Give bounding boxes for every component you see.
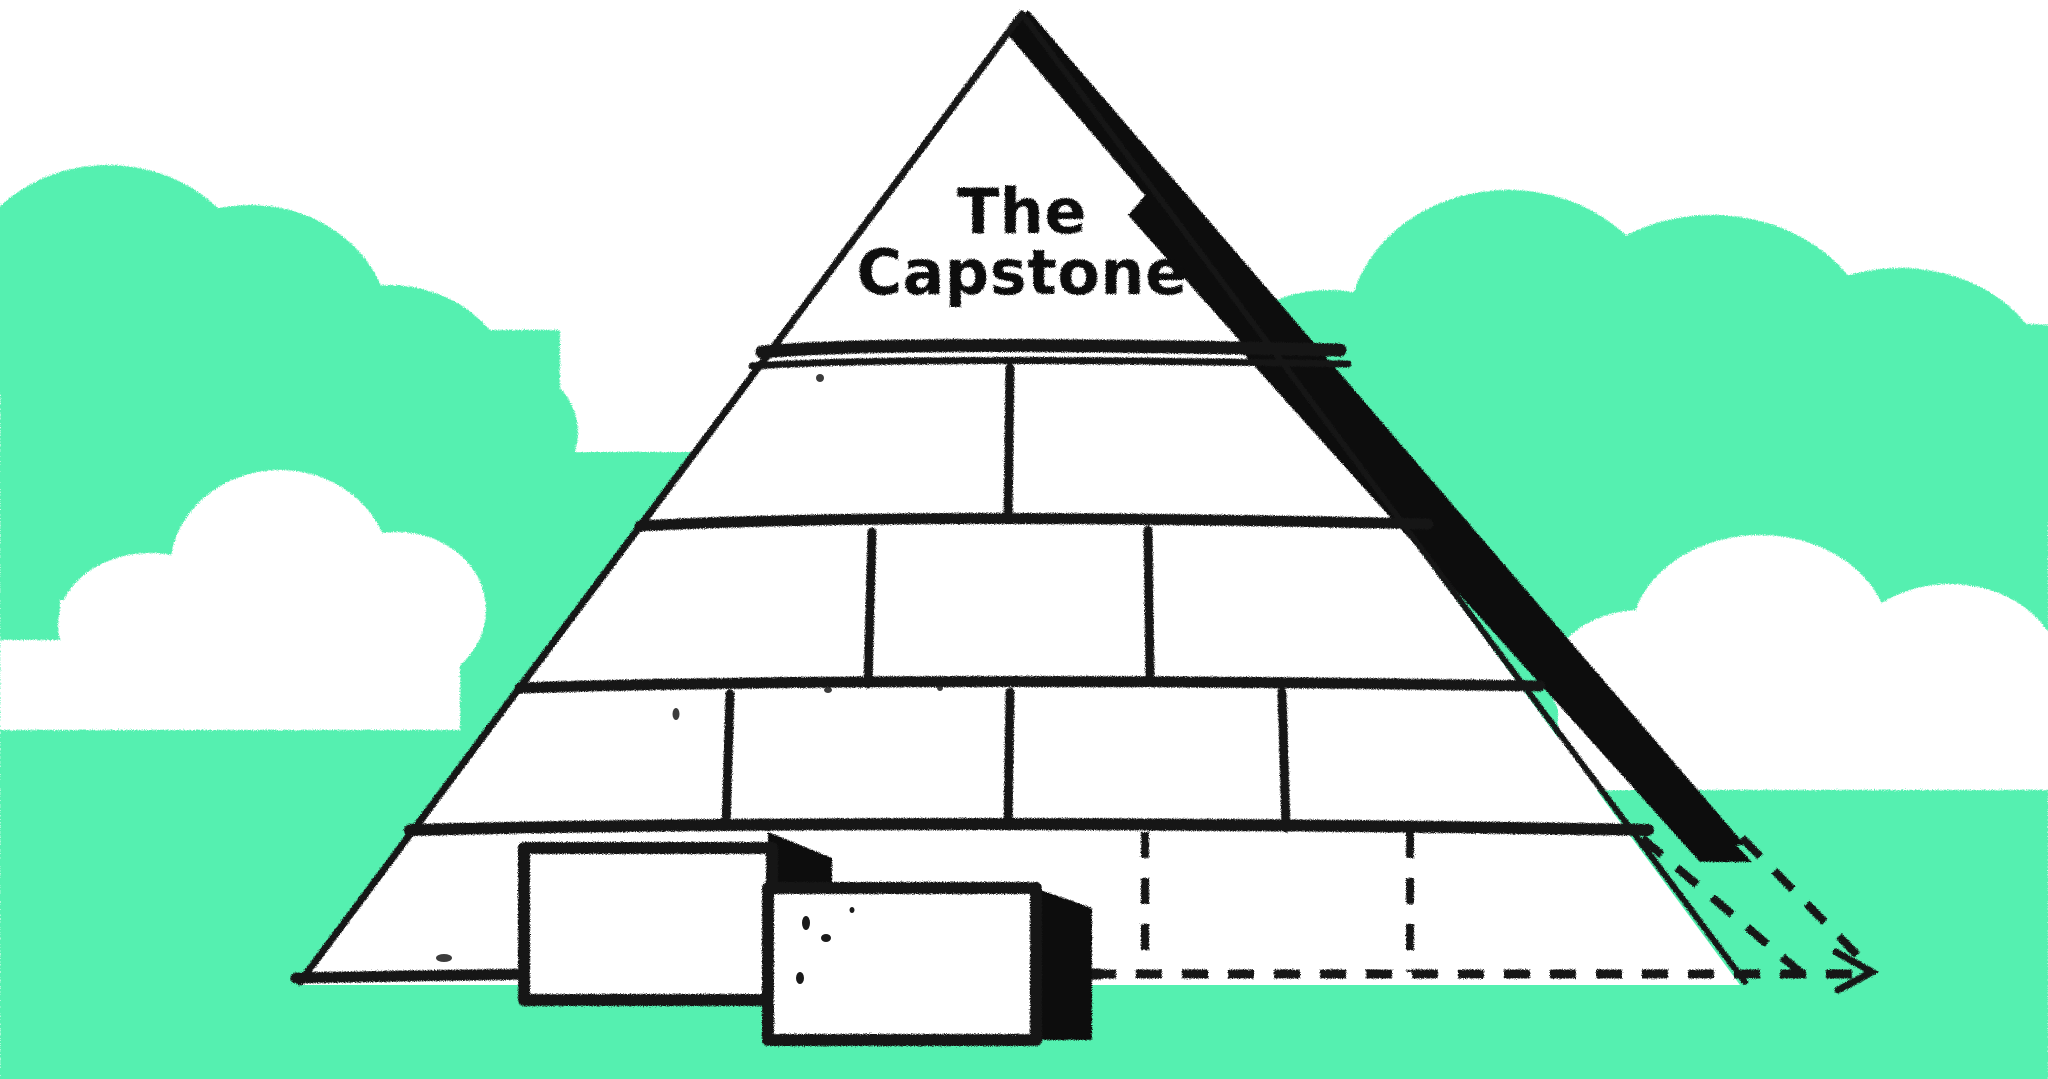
joint-row4-3 <box>1277 687 1291 833</box>
joint-row3-1 <box>863 527 877 689</box>
loose-block-1-face <box>524 848 772 1000</box>
capstone-text-group: The Capstone <box>856 175 1187 309</box>
white-cloud-left <box>0 470 486 730</box>
loose-block-2-outline <box>762 882 1042 1046</box>
capstone-label-line-2: Capstone <box>856 236 1187 309</box>
loose-block-2-face <box>768 888 1036 1040</box>
course-line-1b <box>748 356 1352 370</box>
pyramid-right-edge <box>1019 11 1748 985</box>
cloud-base <box>0 330 560 490</box>
pyramid-fill <box>300 10 1740 985</box>
dashed-slope-outer <box>1739 835 1873 971</box>
stone-grit <box>436 374 943 962</box>
course-line-3 <box>514 675 1546 694</box>
joint-row4-1 <box>721 689 735 831</box>
unbuilt-foundation <box>1090 832 1873 979</box>
base-line-arrow <box>1832 948 1880 994</box>
joint-row2-1 <box>1003 363 1015 525</box>
capstone-label-line-1: The <box>957 175 1087 248</box>
cloud-cluster-left <box>0 165 578 505</box>
cloud-base <box>0 640 460 730</box>
course-line-4 <box>404 818 1654 836</box>
course-line-2 <box>634 512 1434 532</box>
joint-row4-2 <box>1003 687 1015 831</box>
loose-block-2-shade <box>1035 888 1092 1040</box>
dashed-slope-inner <box>1639 834 1803 976</box>
loose-block-2-grit <box>796 907 855 984</box>
white-cloud-right <box>1550 535 2048 790</box>
joint-row3-2 <box>1143 525 1155 687</box>
course-line-1 <box>755 338 1347 359</box>
pyramid-body <box>300 10 1740 985</box>
pyramid-left-edge <box>296 10 1026 986</box>
loose-block-2 <box>762 882 1092 1046</box>
